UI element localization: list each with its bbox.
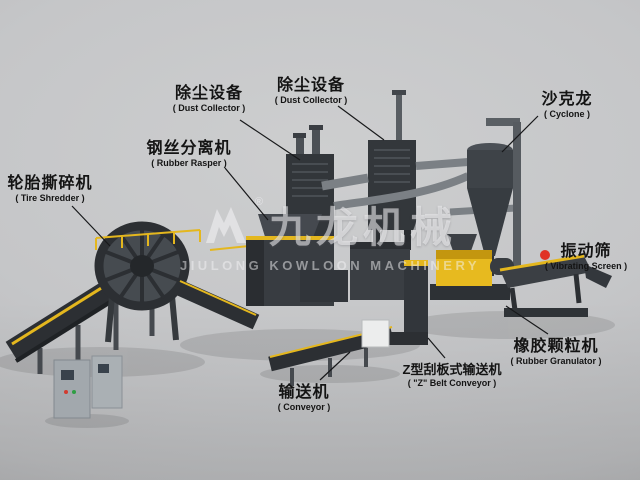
label-zh: 输送机 — [278, 384, 330, 401]
label-conveyor: 输送机 ( Conveyor ) — [278, 383, 331, 413]
vibrating-screen-machine — [499, 254, 612, 317]
label-zh: 轮胎撕碎机 — [7, 175, 93, 192]
label-zh: 除尘设备 — [276, 77, 346, 94]
drum-feeder — [94, 221, 190, 343]
rasper-machine-block — [246, 214, 348, 306]
label-zh: Z型刮板式输送机 — [402, 362, 502, 377]
label-z-belt-conveyor: Z型刮板式输送机 ( "Z" Belt Conveyor ) — [403, 362, 502, 388]
label-cyclone: 沙克龙 ( Cyclone ) — [541, 90, 592, 120]
label-rubber-rasper: 钢丝分离机 ( Rubber Rasper ) — [146, 139, 231, 169]
label-rubber-granulator: 橡胶颗粒机 ( Rubber Granulator ) — [510, 337, 601, 367]
label-en: ( Cyclone ) — [543, 109, 591, 120]
label-en: ( Dust Collector ) — [172, 103, 246, 114]
label-vibrating-screen: 振动筛 ( Vibrating Screen ) — [545, 242, 627, 272]
label-zh: 沙克龙 — [541, 91, 593, 108]
label-zh: 钢丝分离机 — [146, 140, 232, 157]
collection-box — [361, 319, 390, 348]
label-en: ( Tire Shredder ) — [15, 193, 85, 204]
label-tire-shredder: 轮胎撕碎机 ( Tire Shredder ) — [7, 174, 92, 204]
label-zh: 除尘设备 — [174, 85, 244, 102]
label-en: ( "Z" Belt Conveyor ) — [407, 377, 497, 388]
label-dust-collector-2: 除尘设备 ( Dust Collector ) — [275, 76, 348, 106]
callout-lines — [71, 105, 549, 381]
dust-collector-2-machine — [368, 90, 416, 250]
label-en: ( Vibrating Screen ) — [544, 261, 628, 272]
machine-block-center — [350, 242, 410, 300]
control-cabinets — [53, 355, 123, 419]
label-en: ( Rubber Rasper ) — [151, 158, 227, 169]
label-zh: 橡胶颗粒机 — [513, 338, 599, 355]
transfer-conveyor — [176, 280, 260, 330]
label-en: ( Conveyor ) — [277, 402, 331, 413]
vibrating-screen-marker-dot — [540, 250, 550, 260]
label-dust-collector-1: 除尘设备 ( Dust Collector ) — [173, 84, 246, 114]
rubber-granulator-machine — [430, 234, 514, 300]
label-zh: 振动筛 — [560, 243, 612, 260]
label-en: ( Dust Collector ) — [274, 95, 348, 106]
label-en: ( Rubber Granulator ) — [510, 356, 602, 367]
